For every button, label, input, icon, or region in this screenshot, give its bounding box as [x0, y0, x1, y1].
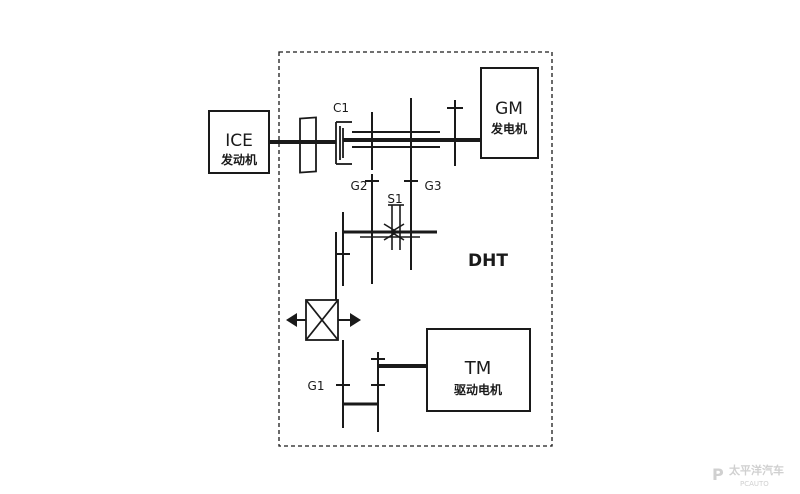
tm-cn-label: 驱动电机	[454, 382, 502, 397]
arrow-right	[350, 313, 361, 327]
clutch-c1	[335, 121, 352, 165]
torsional-damper	[299, 116, 317, 174]
s1-label: S1	[387, 192, 402, 206]
gm-cn-label: 发电机	[490, 121, 527, 136]
watermark-text: 太平洋汽车	[728, 463, 784, 477]
watermark-sub: PCAUTO	[740, 480, 769, 488]
gm-label: GM	[495, 99, 523, 119]
synchronizer-s1	[383, 204, 405, 250]
g3-label: G3	[425, 179, 442, 193]
g2-label: G2	[351, 179, 368, 193]
watermark-logo-icon: P	[712, 465, 724, 484]
gm-box	[480, 67, 539, 159]
ice-label: ICE	[225, 131, 253, 151]
differential	[305, 299, 339, 341]
dht-label: DHT	[468, 251, 508, 271]
dht-housing	[278, 51, 553, 447]
c1-label: C1	[333, 101, 349, 115]
arrow-left	[286, 313, 297, 327]
g1-label: G1	[308, 379, 325, 393]
ice-cn-label: 发动机	[220, 152, 257, 167]
watermark: P 太平洋汽车 PCAUTO	[712, 463, 784, 488]
tm-box	[426, 328, 531, 412]
tm-label: TM	[464, 358, 492, 379]
